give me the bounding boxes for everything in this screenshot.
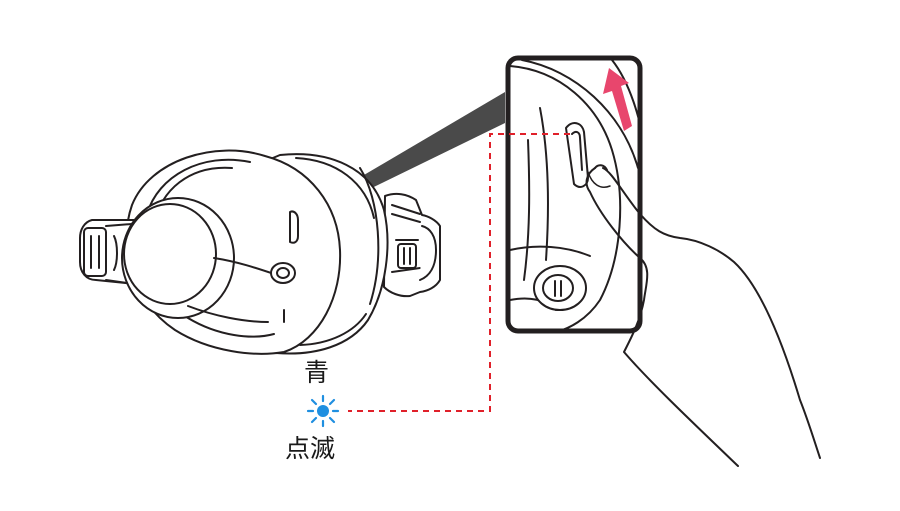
- finger-hand: [585, 167, 821, 467]
- ear-cup-controls: [270, 210, 299, 323]
- led-state-label: 点滅: [285, 434, 336, 463]
- zoom-inset-panel: [505, 55, 643, 334]
- led-color-label: 青: [304, 358, 330, 387]
- driver-cover: [123, 203, 217, 305]
- inset-frame: [505, 55, 643, 334]
- right-headband-yoke: [383, 192, 441, 298]
- blue-led-blink-icon: [306, 394, 340, 428]
- headphones-illustration: [79, 149, 441, 355]
- slide-up-arrow-icon: [603, 68, 632, 131]
